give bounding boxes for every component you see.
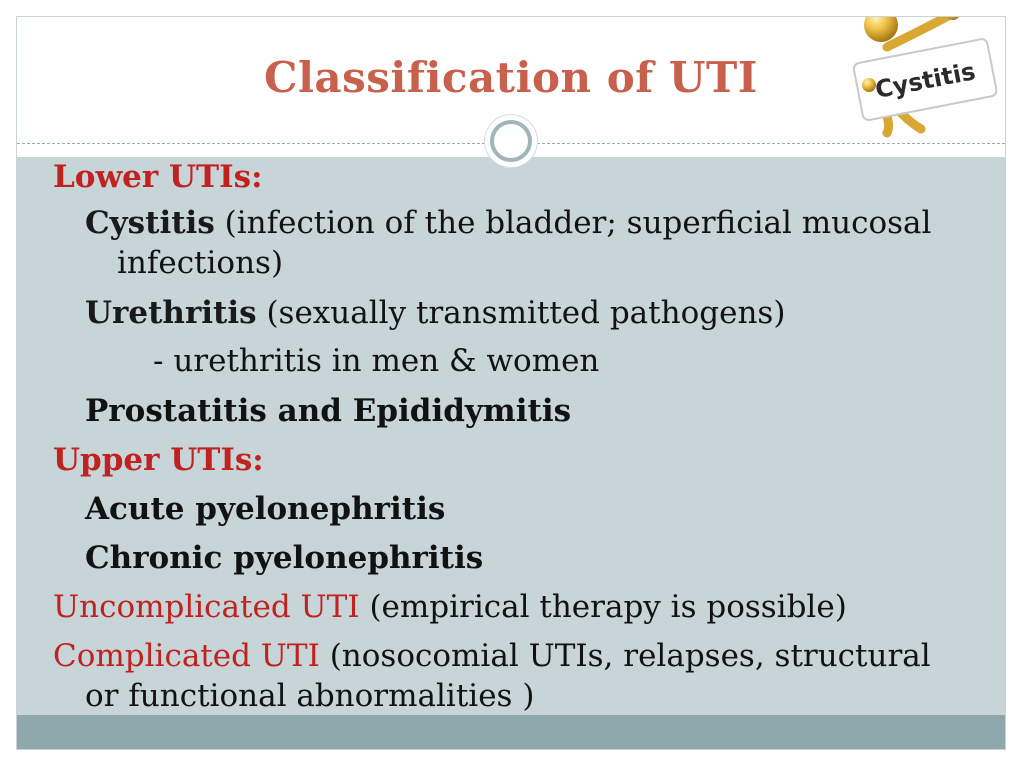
list-item-urethritis: Urethritis (sexually transmitted pathoge… <box>85 293 985 333</box>
list-item-acute-pyelonephritis: Acute pyelonephritis <box>85 491 446 527</box>
lower-utis-heading: Lower UTIs: <box>53 159 263 195</box>
list-item-uncomplicated-uti: Uncomplicated UTI (empirical therapy is … <box>53 587 953 627</box>
list-item-cystitis: Cystitis (infection of the bladder; supe… <box>85 203 985 283</box>
complicated-uti-term: Complicated UTI <box>53 638 320 674</box>
divider-ornament <box>485 115 537 167</box>
cystitis-term: Cystitis <box>85 205 215 241</box>
footer-band <box>17 715 1005 749</box>
cystitis-sign-illustration: Cystitis <box>852 17 998 138</box>
list-item-complicated-uti: Complicated UTI (nosocomial UTIs, relaps… <box>53 636 953 716</box>
list-item-urethritis-sub: - urethritis in men & women <box>153 343 600 379</box>
slide-title: Classification of UTI <box>264 53 758 102</box>
urethritis-term: Urethritis <box>85 295 257 331</box>
slide: Classification of UTI Cystitis <box>16 16 1006 750</box>
content-area: Lower UTIs: Cystitis (infection of the b… <box>17 157 1005 717</box>
uncomplicated-uti-note: (empirical therapy is possible) <box>359 589 847 625</box>
complicated-uti-note: (nosocomial UTIs, relapses, structural o… <box>85 638 931 714</box>
list-item-prostatitis: Prostatitis and Epididymitis <box>85 393 572 429</box>
uncomplicated-uti-term: Uncomplicated UTI <box>53 589 360 625</box>
urethritis-note: (sexually transmitted pathogens) <box>256 295 786 331</box>
list-item-chronic-pyelonephritis: Chronic pyelonephritis <box>85 540 484 576</box>
upper-utis-heading: Upper UTIs: <box>53 442 264 478</box>
cystitis-note: (infection of the bladder; superficial m… <box>117 205 932 281</box>
